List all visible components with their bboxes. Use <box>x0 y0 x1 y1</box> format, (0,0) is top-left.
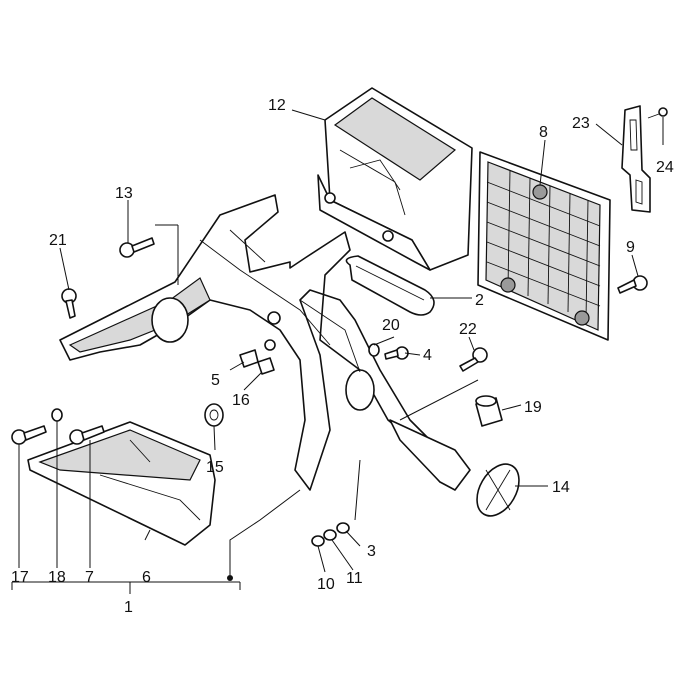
callout-24: 24 <box>656 159 674 176</box>
callout-1: 1 <box>124 599 133 616</box>
part-6-mudguard <box>27 421 216 546</box>
callout-17: 17 <box>11 569 29 586</box>
part-13-screw <box>119 237 155 258</box>
part-17-screw <box>11 425 47 445</box>
callout-20: 20 <box>382 317 400 334</box>
part-9-screw <box>617 275 648 294</box>
part-22-screw <box>459 347 488 372</box>
part-8-plate-holder <box>477 151 611 341</box>
part-5-connector <box>239 349 259 368</box>
part-19-bushing <box>475 395 503 427</box>
callout-14: 14 <box>552 479 570 496</box>
callout-2: 2 <box>475 292 484 309</box>
callout-7: 7 <box>85 569 94 586</box>
part-21-screw <box>61 288 77 319</box>
part-11-washer <box>323 529 337 541</box>
callout-6: 6 <box>142 569 151 586</box>
callout-3: 3 <box>367 543 376 560</box>
callout-21: 21 <box>49 232 67 249</box>
part-10-nut <box>311 535 325 547</box>
part-20-washer <box>368 343 380 357</box>
callout-8: 8 <box>539 124 548 141</box>
callout-9: 9 <box>626 239 635 256</box>
part-24-screw <box>647 107 668 119</box>
callout-23: 23 <box>572 115 590 132</box>
callout-labels: 12 13 21 8 23 24 9 2 20 22 4 5 16 19 15 … <box>11 97 674 616</box>
part-18-washer <box>51 408 63 422</box>
part-1-main-frame <box>59 194 471 491</box>
part-15-grommet <box>204 403 224 427</box>
callout-22: 22 <box>459 321 477 338</box>
callout-5: 5 <box>211 372 220 389</box>
part-4-screw <box>384 346 409 360</box>
callout-15: 15 <box>206 459 224 476</box>
part-16-clip <box>257 357 275 375</box>
leader-lines <box>11 109 664 594</box>
part-12-light-housing <box>317 87 473 271</box>
part-7-screw <box>69 425 105 445</box>
callout-10: 10 <box>317 576 335 593</box>
callout-18: 18 <box>48 569 66 586</box>
part-14-reflector <box>476 463 520 517</box>
callout-16: 16 <box>232 392 250 409</box>
part-3-washer <box>336 522 350 534</box>
callout-13: 13 <box>115 185 133 202</box>
callout-11: 11 <box>346 570 363 587</box>
part-23-bracket <box>621 105 651 213</box>
callout-19: 19 <box>524 399 542 416</box>
callout-12: 12 <box>268 97 286 114</box>
part-2-lens-strip <box>345 255 435 316</box>
callout-4: 4 <box>423 347 432 364</box>
